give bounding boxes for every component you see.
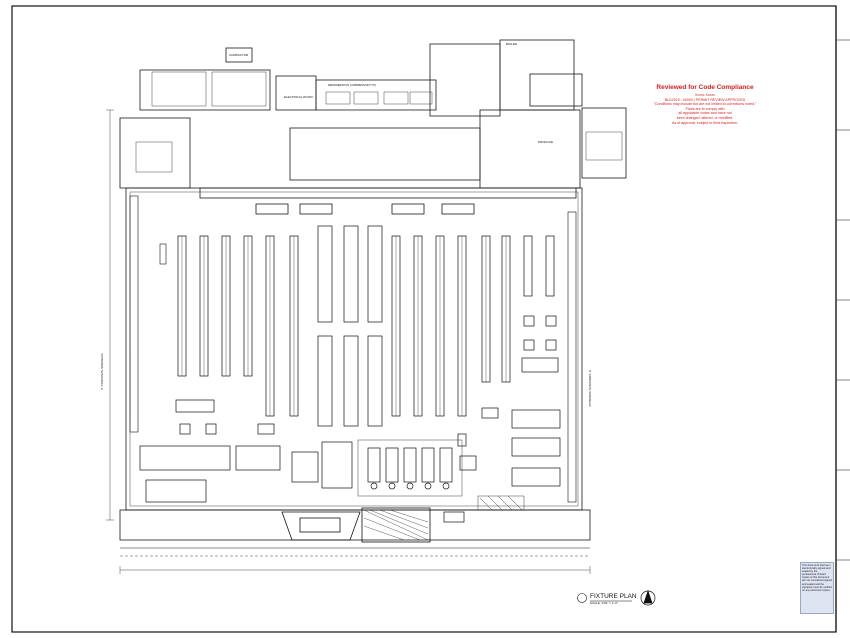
building-outline (119, 39, 627, 549)
room-label-produce: PRODUCE (538, 140, 554, 144)
wall-coolers (129, 195, 577, 503)
room-label-refrigeration: REFRIGERATION COMPRESSOR (TYP) (328, 84, 377, 87)
review-stamp-line: "Conditions may include but are not limi… (653, 102, 757, 107)
plan-title-marker (577, 593, 632, 603)
checkout-lanes (357, 439, 463, 497)
room-label-compactor: COMPACTOR (229, 53, 249, 57)
review-stamp-title: Reviewed for Code Compliance (656, 84, 754, 91)
vestibule-entries (281, 507, 431, 543)
review-stamp-line: BLD2019 - 00000 | PERMIT REVIEW APPROVED (664, 97, 746, 102)
room-label-boiler: BOILER (506, 42, 518, 46)
service-counters (139, 399, 477, 523)
dimension-lines (106, 109, 591, 574)
room-label-electrical: ELECTRICAL ROOM (284, 95, 313, 99)
room-label-sidewalk-left: 6" CONCRETE SIDEWALK (100, 353, 104, 390)
north-arrow-icon (640, 589, 656, 606)
review-stamp-line: Plans are to comply with (685, 106, 725, 111)
electronic-seal-note: This document has been electronically si… (800, 562, 834, 614)
review-stamp-line: As of approval, subject to field inspect… (671, 120, 739, 125)
review-stamp-line: Xxxxx Xxxxx (694, 93, 716, 97)
review-stamp-line: been changed, altered, or modified. (676, 115, 734, 120)
room-label-sidewalk-right: 6" CONCRETE SIDEWALK (588, 370, 592, 407)
aisle-shelf-ticks (181, 236, 507, 416)
plan-scale: SCALE: 1/32" = 1'-0" (590, 601, 618, 605)
title-block-ticks (836, 39, 850, 561)
gondola-aisles (177, 225, 555, 427)
review-stamp-body: Xxxxx Xxxxx BLD2019 - 00000 | PERMIT REV… (640, 93, 770, 125)
review-stamp-line: all applicable codes and have not (678, 111, 732, 116)
plan-title: FIXTURE PLAN (590, 593, 637, 600)
produce-islands (481, 315, 561, 487)
produce-storage-hatch (477, 495, 525, 511)
